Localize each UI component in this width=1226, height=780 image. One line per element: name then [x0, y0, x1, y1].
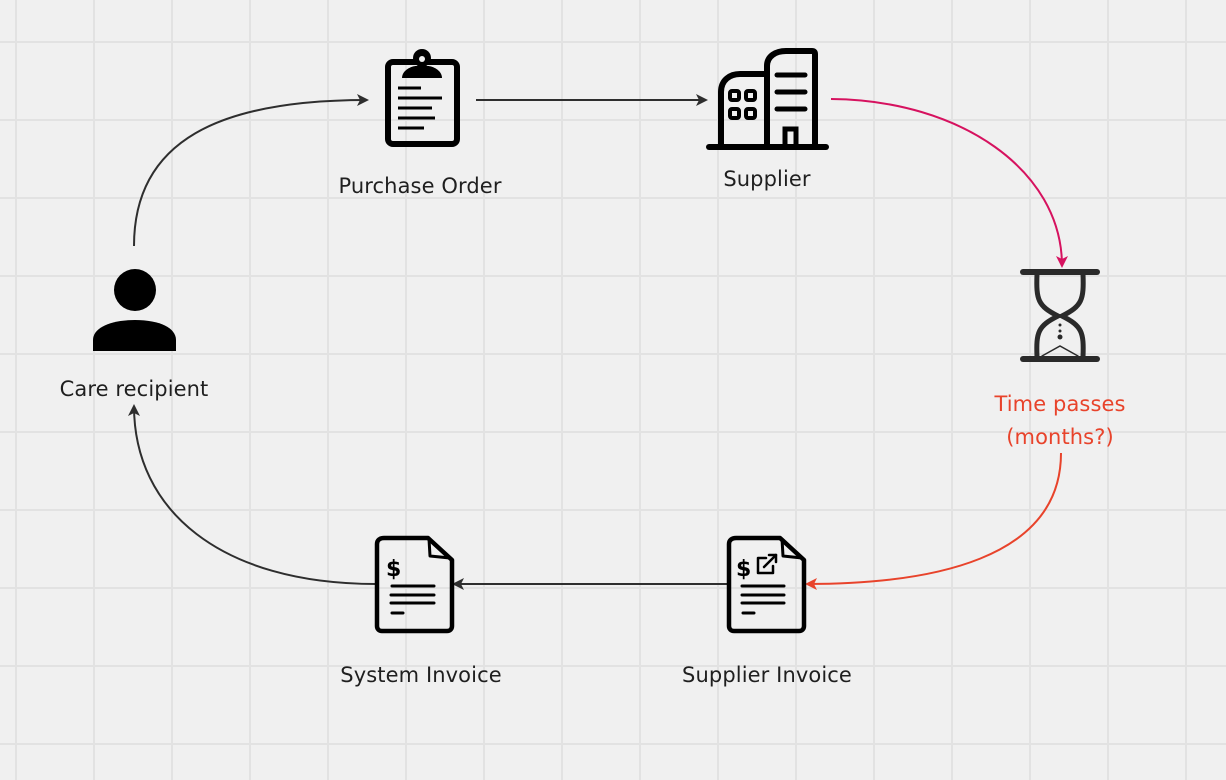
- edge-care-recipient-to-purchase-order[interactable]: [133, 94, 369, 247]
- time-passes-label: Time passes: [994, 392, 1126, 416]
- purchase-order-label: Purchase Order: [338, 174, 502, 198]
- building-icon[interactable]: [706, 48, 829, 150]
- clipboard-icon[interactable]: [385, 49, 460, 147]
- supplier-invoice-label: Supplier Invoice: [682, 663, 852, 687]
- care-recipient-label: Care recipient: [59, 377, 209, 401]
- edge-system-invoice-to-care-recipient[interactable]: [128, 404, 377, 585]
- time-passes-sublabel: (months?): [1006, 425, 1114, 449]
- svg-text:$: $: [736, 557, 751, 582]
- person-icon[interactable]: [93, 269, 176, 351]
- edge-time-passes-to-supplier-invoice[interactable]: [805, 452, 1062, 590]
- hourglass-icon[interactable]: [1020, 269, 1100, 362]
- invoice-icon[interactable]: $: [374, 535, 455, 634]
- svg-text:$: $: [386, 557, 401, 582]
- invoice-external-icon[interactable]: $: [726, 535, 807, 634]
- supplier-label: Supplier: [723, 167, 811, 191]
- edge-supplier-to-time-passes[interactable]: [830, 98, 1068, 268]
- system-invoice-label: System Invoice: [340, 663, 502, 687]
